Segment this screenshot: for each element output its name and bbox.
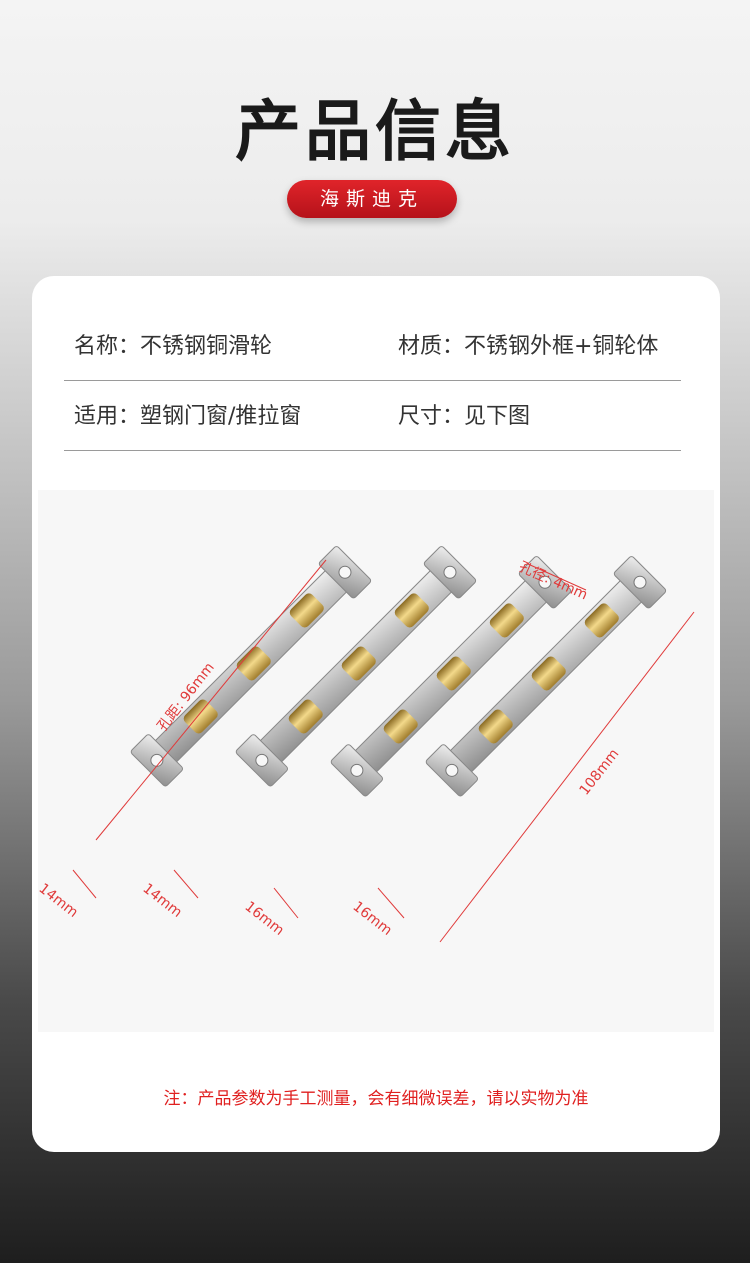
length-label: 108mm xyxy=(577,746,623,798)
width-label-2: 14mm xyxy=(140,881,185,921)
width-label-3: 16mm xyxy=(242,899,287,939)
size-label: 尺寸：见下图 xyxy=(398,404,531,429)
info-row-1: 名称：不锈钢铜滑轮 材质：不锈钢外框+铜轮体 xyxy=(64,310,681,381)
page-title: 产品信息 xyxy=(235,93,515,170)
material-label: 材质：不锈钢外框+铜轮体 xyxy=(398,334,659,359)
brand-badge: 海斯迪克 xyxy=(287,180,457,218)
product-info-card: 名称：不锈钢铜滑轮 材质：不锈钢外框+铜轮体 适用：塑钢门窗/推拉窗 尺寸：见下… xyxy=(32,276,720,1152)
product-name-label: 名称：不锈钢铜滑轮 xyxy=(74,334,273,359)
roller-dimension-diagram: 孔距: 96mm 孔径: 4mm 108mm 14mm 14mm 16mm 16… xyxy=(36,544,695,943)
width-label-4: 16mm xyxy=(350,899,395,939)
width-label-1: 14mm xyxy=(38,881,81,921)
product-photo: 孔距: 96mm 孔径: 4mm 108mm 14mm 14mm 16mm 16… xyxy=(36,490,714,1032)
disclaimer-note: 注：产品参数为手工测量，会有细微误差，请以实物为准 xyxy=(163,1089,589,1109)
info-row-2: 适用：塑钢门窗/推拉窗 尺寸：见下图 xyxy=(64,380,681,451)
dimension-lines xyxy=(72,559,695,943)
usage-label: 适用：塑钢门窗/推拉窗 xyxy=(74,404,302,429)
